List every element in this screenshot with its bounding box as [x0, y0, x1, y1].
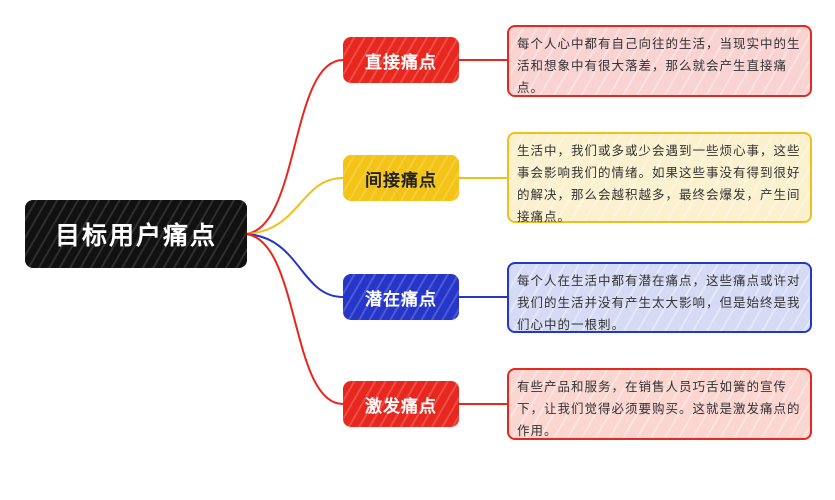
connector-间接: [244, 177, 507, 235]
branch-node-latent[interactable]: 潜在痛点: [343, 274, 459, 320]
connector-潜在: [244, 233, 507, 298]
description-latent[interactable]: 每个人在生活中都有潜在痛点，这些痛点或许对我们的生活并没有产生太大影响，但是始终…: [507, 262, 812, 333]
connector-激发: [244, 233, 507, 405]
description-direct[interactable]: 每个人心中都有自己向往的生活，当现实中的生活和想象中有很大落差，那么就会产生直接…: [507, 25, 812, 97]
branch-node-triggered[interactable]: 激发痛点: [343, 381, 459, 427]
root-node[interactable]: 目标用户痛点: [25, 200, 247, 268]
description-indirect[interactable]: 生活中，我们或多或少会遇到一些烦心事，这些事会影响我们的情绪。如果这些事没有得到…: [507, 132, 812, 224]
branch-node-indirect[interactable]: 间接痛点: [343, 155, 459, 201]
branch-node-direct[interactable]: 直接痛点: [343, 37, 459, 83]
connector-直接: [244, 59, 507, 235]
description-triggered[interactable]: 有些产品和服务，在销售人员巧舌如簧的宣传下，让我们觉得必须要购买。这就是激发痛点…: [507, 368, 812, 440]
